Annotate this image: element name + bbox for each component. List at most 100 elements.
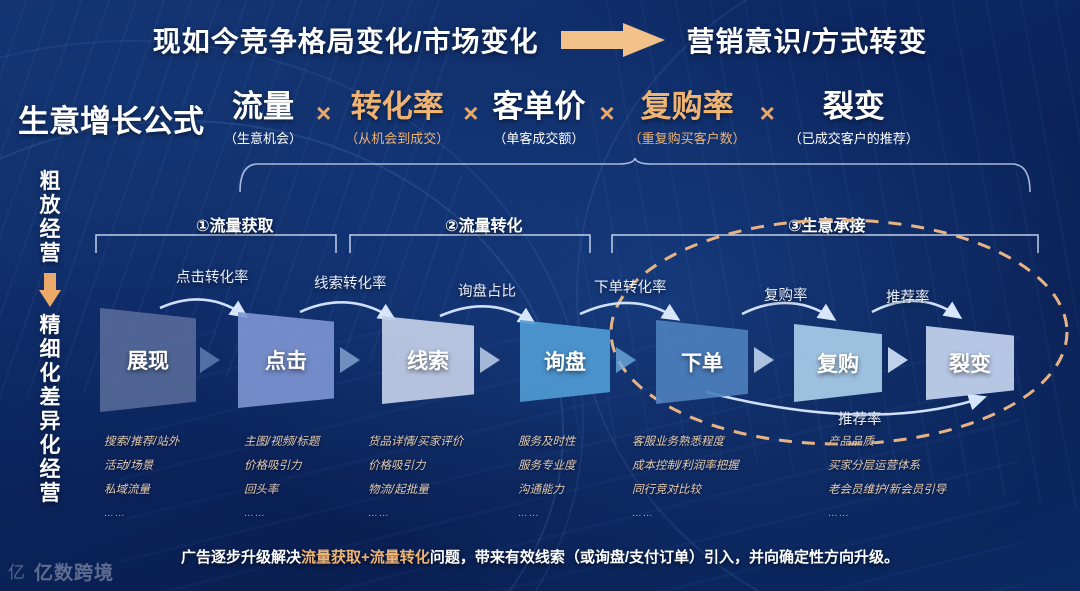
funnel-stage-lead[interactable]: 线索 — [382, 316, 474, 404]
factor-column-lead: 货品详情/买家评价 价格吸引力 物流/起批量 …… — [368, 430, 463, 526]
factor-item: 买家分层运营体系 — [828, 460, 920, 472]
watermark-text: 亿数跨境 — [34, 563, 115, 584]
growth-formula: 生意增长公式 流量 （生意机会） × 转化率 （从机会到成交） × 客单价 （单… — [18, 88, 1068, 160]
factor-item: 产品品质 — [828, 436, 874, 448]
conversion-label-order: 下单转化率 — [594, 280, 667, 296]
factor-item: 同行竞对比较 — [632, 484, 701, 496]
funnel-arrow-4 — [616, 347, 636, 373]
factor-item: 服务专业度 — [518, 460, 576, 472]
formula-title: 生意增长公式 — [18, 104, 204, 139]
funnel-stage-repurchase[interactable]: 复购 — [794, 324, 882, 402]
recommend-rate-arc — [705, 390, 987, 416]
factor-column-repurchase: 产品品质 买家分层运营体系 老会员维护/新会员引导 …… — [828, 430, 946, 526]
conversion-label-referral-bottom: 推荐率 — [838, 412, 882, 428]
funnel-stage-click[interactable]: 点击 — [238, 312, 334, 408]
formula-term-main: 客单价 — [492, 89, 586, 124]
bottom-note: 广告逐步升级解决流量获取+流量转化问题，带来有效线索（或询盘/支付订单）引入，并… — [0, 546, 1080, 567]
factor-item-ellipsis: …… — [244, 508, 266, 519]
arrow-down-icon — [39, 273, 61, 307]
formula-term-sub: （从机会到成交） — [345, 131, 450, 146]
formula-term-zhuanhualv: 转化率 （从机会到成交） — [339, 88, 455, 149]
factor-columns: 搜索/推荐/站外 活动/场景 私域流量 …… 主图/视频/标题 价格吸引力 回头… — [0, 424, 1080, 534]
formula-term-sub: （单客成交额） — [493, 131, 585, 146]
funnel-arrow-3 — [480, 347, 500, 373]
factor-item-ellipsis: …… — [828, 508, 850, 519]
funnel-stage-fission[interactable]: 裂变 — [926, 326, 1014, 400]
funnel-arrow-1 — [200, 347, 220, 373]
funnel-stage-inquiry[interactable]: 询盘 — [520, 320, 610, 402]
formula-term-sub: （重复购买客户数） — [628, 131, 746, 146]
formula-term-main: 裂变 — [822, 89, 885, 124]
funnel-stage-label: 询盘 — [544, 351, 586, 374]
factor-item: 货品详情/买家评价 — [368, 436, 464, 448]
formula-multiply-2: × — [463, 98, 479, 128]
conversion-arrows — [159, 298, 963, 325]
funnel-stage-label: 下单 — [681, 352, 723, 375]
factor-item: 成本控制/利润率把握 — [632, 460, 739, 472]
factor-item: 私域流量 — [104, 484, 150, 496]
header-left-text: 现如今竞争格局变化/市场变化 — [152, 26, 539, 57]
business-undertaking-ellipse — [609, 218, 1069, 446]
factor-item-ellipsis: …… — [632, 508, 654, 519]
factor-item: 服务及时性 — [518, 436, 576, 448]
header-right-text: 营销意识/方式转变 — [686, 26, 928, 57]
bottom-note-highlight-2: 流量转化 — [369, 549, 430, 566]
formula-brace — [239, 158, 1031, 192]
formula-multiply-3: × — [599, 98, 615, 128]
funnel-arrow-2 — [340, 347, 360, 373]
factor-item: 物流/起批量 — [368, 484, 429, 496]
factor-item-ellipsis: …… — [518, 508, 540, 519]
factor-column-order: 客服业务熟悉程度 成本控制/利润率把握 同行竞对比较 …… — [632, 430, 739, 526]
formula-multiply-4: × — [759, 98, 775, 128]
factor-item: 搜索/推荐/站外 — [104, 436, 180, 448]
funnel-arrow-5 — [754, 347, 774, 373]
formula-term-sub: （生意机会） — [224, 131, 303, 146]
arrow-right-icon — [560, 23, 665, 57]
formula-term-main: 转化率 — [350, 89, 444, 124]
phase-label-2: ②流量转化 — [445, 218, 523, 235]
factor-item: 主图/视频/标题 — [244, 436, 320, 448]
formula-term-main: 复购率 — [640, 89, 734, 124]
bottom-note-plus: + — [361, 549, 370, 566]
formula-term-liuliang: 流量 （生意机会） — [218, 88, 308, 149]
formula-term-kedanjia: 客单价 （单客成交额） — [486, 88, 591, 149]
factor-item: 老会员维护/新会员引导 — [828, 484, 947, 496]
funnel-row: 展现 点击 线索 询盘 下单 复购 裂变 — [0, 300, 1080, 420]
factor-item: 客服业务熟悉程度 — [632, 436, 724, 448]
funnel-stage-label: 点击 — [265, 350, 307, 373]
funnel-stage-label: 展现 — [127, 350, 169, 373]
conversion-label-inquiry: 询盘占比 — [458, 284, 516, 300]
formula-term-main: 流量 — [232, 89, 294, 124]
factor-item: 回头率 — [244, 484, 279, 496]
factor-item: 活动/场景 — [104, 460, 154, 472]
rail-bottom-label: 精细化差异化经营 — [39, 314, 61, 505]
factor-item-ellipsis: …… — [104, 508, 126, 519]
funnel-stage-display[interactable]: 展现 — [100, 308, 196, 412]
conversion-label-lead: 线索转化率 — [314, 276, 387, 292]
conversion-label-repurchase: 复购率 — [764, 288, 808, 304]
phase-label-1: ①流量获取 — [196, 218, 274, 235]
left-rail: 粗放经营 精细化差异化经营 — [28, 170, 72, 570]
factor-column-display: 搜索/推荐/站外 活动/场景 私域流量 …… — [104, 430, 179, 526]
factor-item: 价格吸引力 — [368, 460, 426, 472]
bottom-note-highlight-1: 流量获取 — [301, 549, 362, 566]
formula-term-liebian: 裂变 （已成交客户的推荐） — [783, 88, 925, 149]
funnel-arrow-6 — [888, 347, 908, 373]
header: 现如今竞争格局变化/市场变化 营销意识/方式转变 — [0, 16, 1080, 64]
phase-brackets — [95, 225, 1039, 253]
formula-terms: 流量 （生意机会） × 转化率 （从机会到成交） × 客单价 （单客成交额） ×… — [218, 88, 925, 149]
factor-item-ellipsis: …… — [368, 508, 390, 519]
watermark-logo-icon: 亿 — [8, 563, 25, 582]
rail-top-label: 粗放经营 — [39, 170, 61, 265]
funnel-stage-label: 复购 — [817, 353, 859, 376]
factor-item: 价格吸引力 — [244, 460, 302, 472]
bottom-note-part1: 广告逐步升级解决 — [181, 549, 302, 566]
factor-column-inquiry: 服务及时性 服务专业度 沟通能力 …… — [518, 430, 576, 526]
funnel-stage-order[interactable]: 下单 — [656, 320, 748, 404]
conversion-label-referral-top: 推荐率 — [886, 290, 930, 306]
funnel-stage-label: 线索 — [407, 350, 449, 373]
conversion-label-click: 点击转化率 — [176, 270, 249, 286]
factor-column-click: 主图/视频/标题 价格吸引力 回头率 …… — [244, 430, 319, 526]
funnel-stage-label: 裂变 — [949, 353, 991, 376]
